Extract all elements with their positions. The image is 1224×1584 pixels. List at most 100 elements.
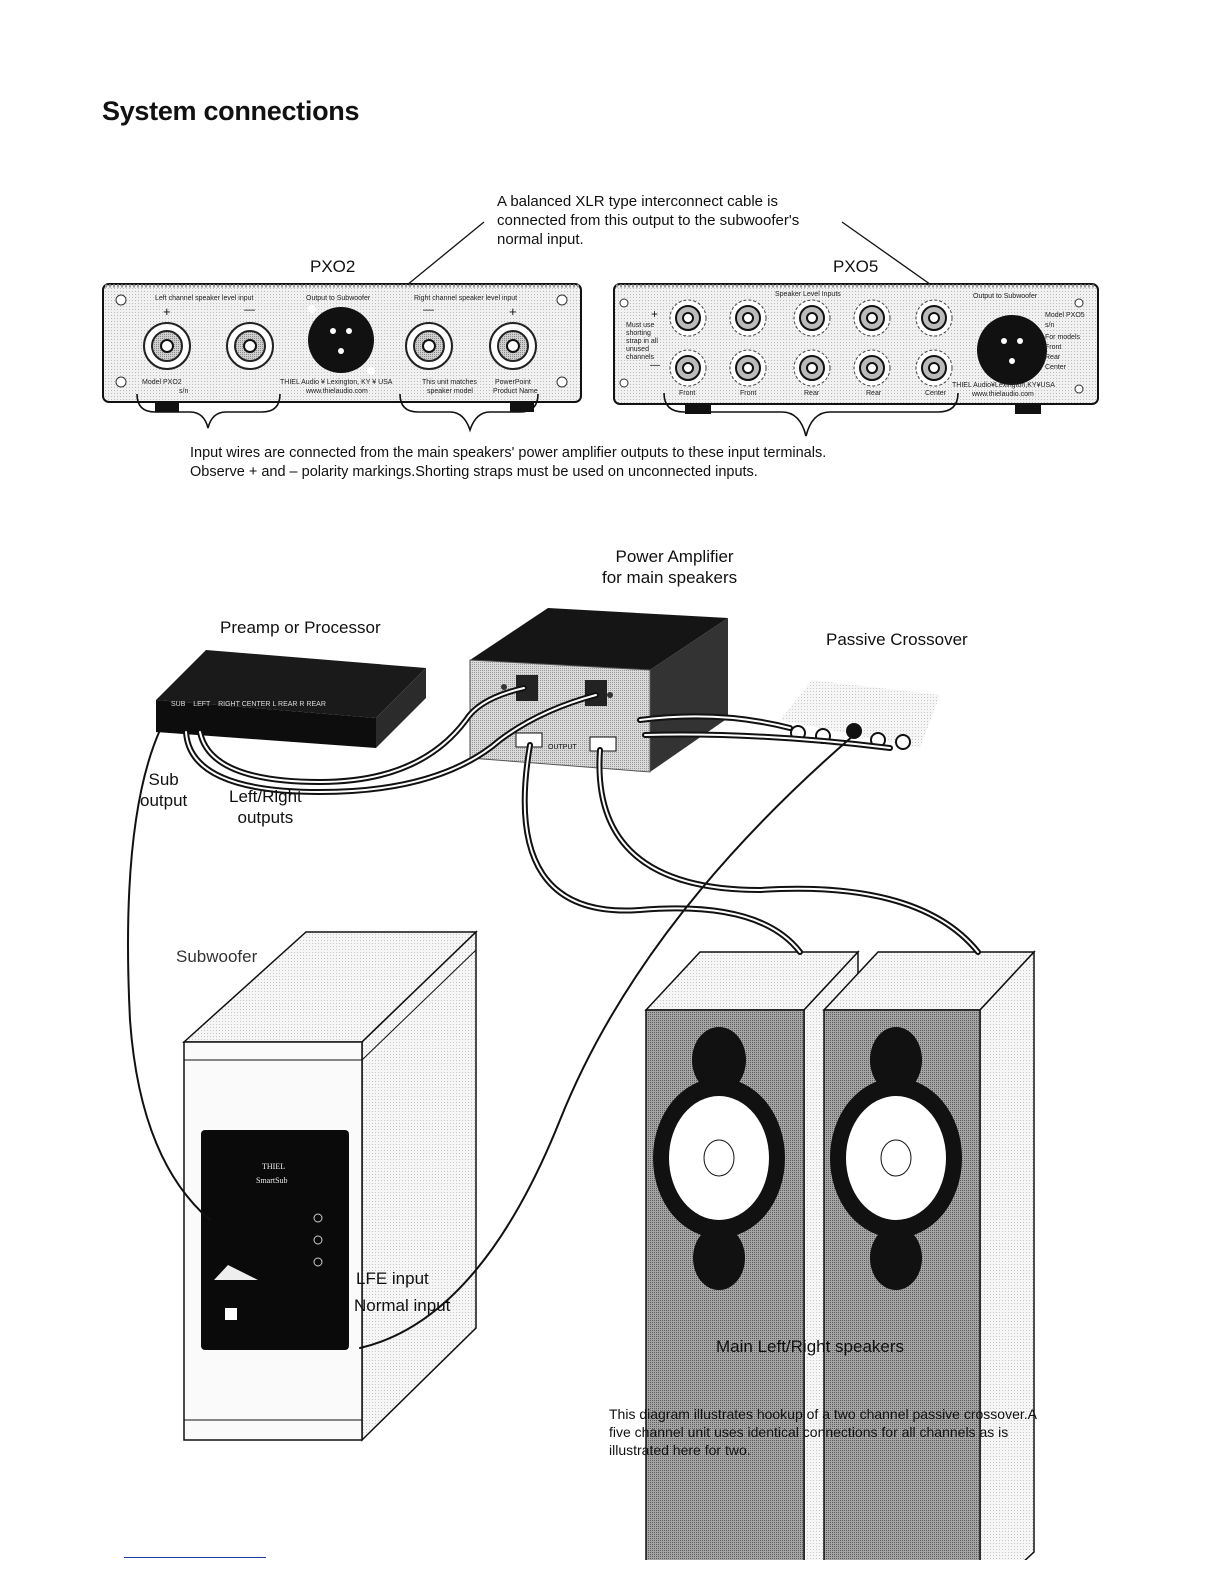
screw-icon: [556, 294, 568, 306]
pxo2-model: Model PXO2: [142, 379, 182, 386]
brace-pxo5: [663, 392, 959, 437]
pxo5-channel-2: Front: [740, 390, 757, 397]
amp-output-label: OUTPUT: [548, 744, 577, 751]
screw-icon: [1074, 298, 1084, 308]
pxo2-panel: [102, 283, 582, 433]
pxo5-serial: s/n: [1045, 322, 1055, 329]
xlr-output-icon: [977, 315, 1047, 385]
crossover-panels: [102, 221, 1099, 437]
preamp-label: Preamp or Processor: [220, 618, 381, 637]
binding-post-icon: [793, 349, 831, 387]
pxo5-side-front: Front: [1045, 344, 1062, 351]
binding-post-icon: [853, 299, 891, 337]
lfe-input-label: LFE input: [356, 1269, 429, 1288]
binding-post-icon: [143, 322, 191, 370]
right-speaker: [822, 950, 1036, 1560]
subwoofer-cabinet: [182, 930, 478, 1442]
screw-icon: [556, 376, 568, 388]
pxo2-right-input-label: Right channel speaker level input: [414, 295, 518, 302]
cables: [127, 685, 981, 1349]
pxo5-model: Model PXO5: [1045, 312, 1085, 319]
pxo5-for-models: For models: [1045, 334, 1081, 341]
binding-post-icon: [729, 299, 767, 337]
binding-post-icon: [669, 349, 707, 387]
tweeter-icon: [692, 1027, 746, 1093]
pxo2-plus-right: +: [509, 304, 517, 319]
pxo2-maker: THIEL Audio ¥ Lexington, KY ¥ USA: [280, 379, 393, 386]
pxo5-panel: [613, 283, 1099, 437]
pxo2-minus-right: —: [423, 304, 434, 316]
pxo5-channel-1: Front: [679, 390, 696, 397]
binding-post-icon: [669, 299, 707, 337]
normal-input-label: Normal input: [354, 1296, 451, 1315]
system-diagram: [127, 608, 1036, 1560]
brace-pxo2-right: [399, 393, 539, 433]
tweeter-icon: [870, 1027, 922, 1093]
pxo2-name: PXO2: [310, 257, 356, 276]
footer-rule: [124, 1557, 266, 1558]
pxo2-pp-1: PowerPoint: [495, 379, 531, 386]
amp-output-terminal: [589, 736, 617, 752]
screw-icon: [619, 298, 629, 308]
binding-post-icon: [729, 349, 767, 387]
foot: [510, 402, 534, 412]
brace-pxo2-left: [136, 393, 281, 429]
pxo5-maker: THIEL Audio¥Lexington,KY¥USA: [952, 382, 1055, 389]
sub-model: SmartSub: [256, 1176, 288, 1185]
screw-icon: [115, 376, 127, 388]
pxo5-strap-note: Must use shorting strap in all unused ch…: [626, 322, 658, 361]
input-wires-note: Input wires are connected from the main …: [190, 445, 827, 480]
pxo5-plus: +: [651, 307, 659, 321]
preamp-unit: [156, 650, 426, 748]
foot: [155, 402, 179, 412]
pxo5-inputs-label: Speaker Level Inputs: [775, 291, 841, 298]
xlr-cable-note: A balanced XLR type interconnect cable i…: [497, 193, 800, 248]
sub-brand: THIEL: [262, 1162, 286, 1171]
diagram-footnote: This diagram illustrates hookup of a two…: [609, 1406, 1037, 1458]
pxo5-channel-5: Center: [925, 390, 947, 397]
pxo5-side-rear: Rear: [1045, 354, 1061, 361]
preamp-jacks: SUB LEFT RIGHT CENTER L REAR R REAR: [171, 701, 326, 708]
binding-post-icon: [489, 322, 537, 370]
pxo2-left-input-label: Left channel speaker level input: [155, 295, 254, 302]
passive-crossover-unit: [780, 680, 940, 750]
pxo5-channel-3: Rear: [804, 390, 820, 397]
pxo5-side-center: Center: [1045, 364, 1067, 371]
port-icon: [693, 1226, 745, 1290]
screw-icon: [619, 378, 629, 388]
pxo2-serial: s/n: [179, 388, 189, 395]
pxo2-minus-left: —: [244, 304, 255, 316]
foot: [685, 404, 711, 414]
binding-post-icon: [226, 322, 274, 370]
binding-post-icon: [853, 349, 891, 387]
pxo5-web: www.thielaudio.com: [972, 391, 1034, 398]
pxo2-web: www.thielaudio.com: [306, 388, 368, 395]
binding-post-icon: [915, 299, 953, 337]
page-title: System connections: [102, 96, 360, 126]
binding-post-icon: [405, 322, 453, 370]
power-amp-label: Power Amplifier for main speakers: [602, 547, 738, 587]
pxo2-pp-2: Product Name: [493, 388, 538, 395]
sub-logo-icon: [214, 1265, 258, 1280]
pxo5-channel-4: Rear: [866, 390, 882, 397]
sub-output-label: Sub output: [140, 770, 188, 810]
subwoofer-label: Subwoofer: [176, 947, 258, 966]
pxo2-match-1: This unit matches: [422, 379, 477, 386]
pxo2-output-label: Output to Subwoofer: [306, 295, 371, 302]
pxo5-output-label: Output to Subwoofer: [973, 293, 1038, 300]
pxo2-match-2: speaker model: [427, 388, 473, 395]
sub-control-panel: [201, 1130, 349, 1350]
pxo2-plus-left: +: [163, 304, 171, 319]
screw-icon: [115, 294, 127, 306]
xlr-output-icon: [308, 305, 375, 375]
pxo5-name: PXO5: [833, 257, 879, 276]
binding-post-icon: [915, 349, 953, 387]
power-switch-icon: [225, 1308, 237, 1320]
pxo5-minus: —: [650, 360, 660, 371]
foot: [1015, 404, 1041, 414]
main-speakers-label: Main Left/Right speakers: [716, 1337, 905, 1356]
screw-icon: [1074, 384, 1084, 394]
passive-crossover-label: Passive Crossover: [826, 630, 968, 649]
port-icon: [870, 1226, 922, 1290]
binding-post-icon: [793, 299, 831, 337]
